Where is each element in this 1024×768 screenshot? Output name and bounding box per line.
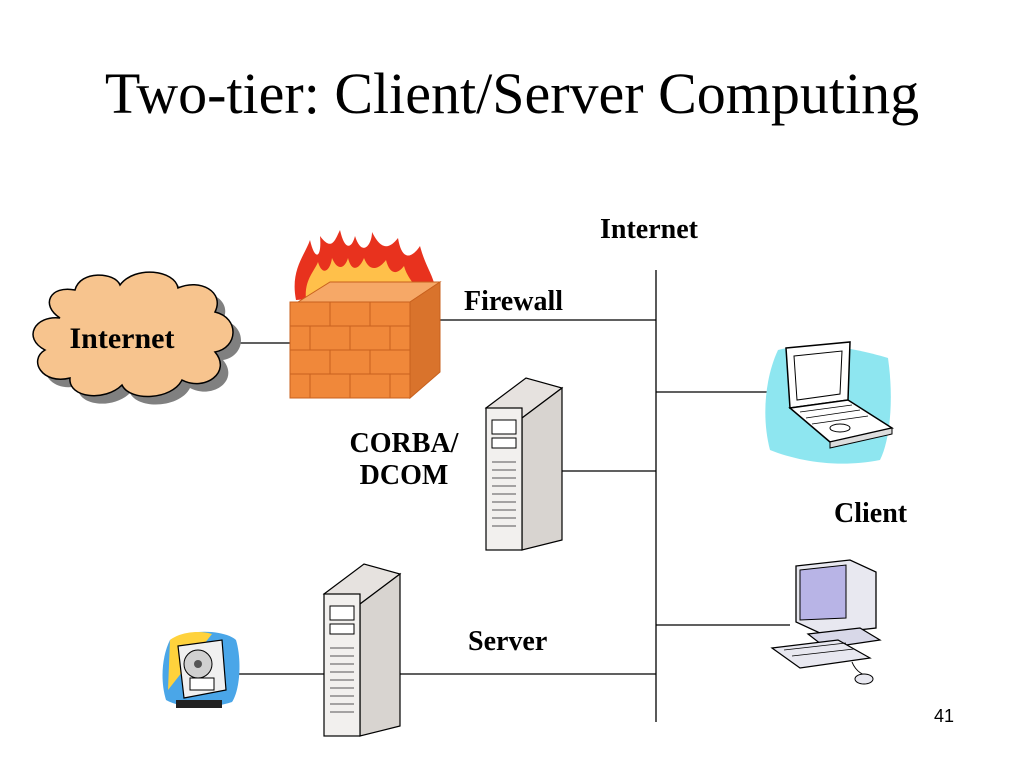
client-label: Client [834, 498, 908, 529]
desktop-computer-icon [770, 559, 882, 685]
laptop-icon [765, 341, 894, 464]
corba-label: CORBA/ DCOM [336, 428, 472, 492]
page-number: 41 [934, 706, 955, 726]
corba-label-line2: DCOM [359, 460, 449, 492]
corba-label-line1: CORBA/ [349, 428, 459, 459]
server-tower-icon [484, 377, 564, 551]
connection-lines [238, 270, 790, 722]
firewall-icon [289, 230, 442, 400]
slide-title: Two-tier: Client/Server Computing [104, 61, 920, 126]
cloud-icon [32, 271, 242, 405]
firewall-label: Firewall [464, 286, 564, 317]
server-label: Server [468, 626, 548, 657]
disk-drive-icon [162, 631, 240, 708]
internet-label: Internet [600, 214, 698, 245]
server-tower-icon [322, 563, 402, 737]
cloud-label: Internet [69, 322, 175, 355]
